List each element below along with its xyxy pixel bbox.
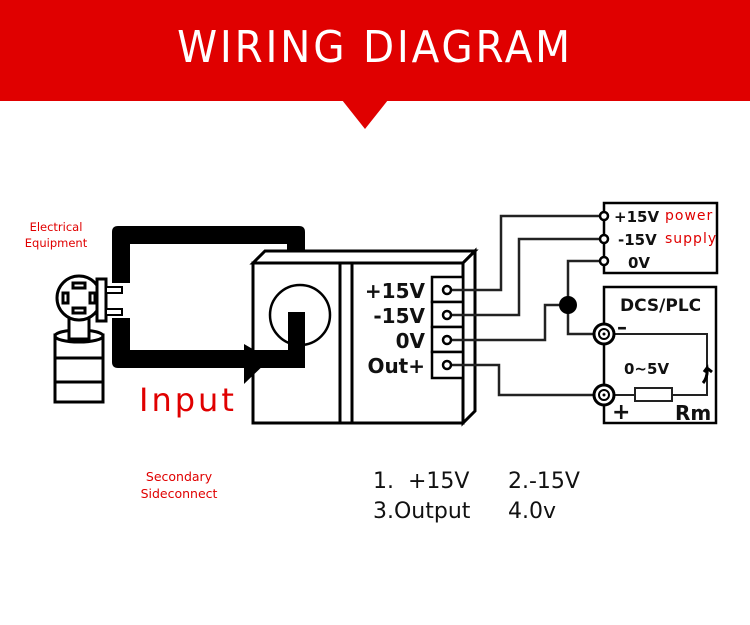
plus-terminal-icon <box>592 383 616 407</box>
minus-terminal-icon <box>592 322 616 346</box>
page-title: WIRING DIAGRAM <box>177 22 573 73</box>
equipment-label-line2: Equipment <box>24 236 88 250</box>
ps-terminal-label: -15V <box>618 231 657 249</box>
legend-row: 3.Output 4.0v <box>373 497 580 527</box>
transmitter-module <box>249 247 479 427</box>
electrical-equipment-label: Electrical Equipment <box>14 219 98 251</box>
terminal-label: +15V <box>365 279 426 303</box>
module-terminal-dots <box>441 284 453 371</box>
secondary-label-line2: Sideconnect <box>140 486 218 501</box>
secondary-label-line1: Secondary <box>145 469 213 484</box>
power-supply-label: supply <box>665 231 717 247</box>
terminal-label: -15V <box>373 304 425 328</box>
dcs-plus-label: + <box>612 400 630 425</box>
current-arrow-icon <box>701 364 713 384</box>
sensor-icon <box>53 274 123 404</box>
terminal-label: Out+ <box>367 354 425 378</box>
legend-item: 4.0v <box>508 499 557 524</box>
power-supply-label: power <box>665 208 713 224</box>
input-signal-loop <box>112 226 305 384</box>
resistor-label: Rm <box>675 401 711 425</box>
legend-item: 3.Output <box>373 499 471 524</box>
input-arrow-icon <box>244 344 270 384</box>
banner-pointer <box>342 100 388 129</box>
wire-minus15 <box>447 237 600 317</box>
ps-terminal-label: +15V <box>614 208 659 226</box>
legend-item: 1. +15V <box>373 469 470 494</box>
junction-dot <box>559 296 577 314</box>
header-banner: WIRING DIAGRAM <box>0 0 750 101</box>
terminal-label: 0V <box>396 329 426 353</box>
legend-item: 2.-15V <box>508 469 580 494</box>
resistor-icon <box>634 387 673 402</box>
dcs-minus-label: – <box>617 315 627 339</box>
secondary-sideconnect-label: Secondary Sideconnect <box>134 468 224 502</box>
terminal-legend: 1. +15V 2.-15V 3.Output 4.0v <box>373 467 580 527</box>
legend-row: 1. +15V 2.-15V <box>373 467 580 497</box>
ps-terminal-label: 0V <box>628 254 650 272</box>
power-supply: +15V -15V 0V power supply <box>598 201 719 275</box>
terminal-labels: +15V -15V 0V Out+ <box>365 279 426 378</box>
wire-out <box>447 363 594 397</box>
wire-0v <box>447 303 568 342</box>
input-label: Input <box>139 381 237 419</box>
equipment-label-line1: Electrical <box>29 220 83 234</box>
dcs-title: DCS/PLC <box>620 296 701 316</box>
dcs-range-label: 0~5V <box>624 360 669 378</box>
dcs-plc: DCS/PLC – 0~5V + Rm <box>592 285 718 425</box>
wire-plus15 <box>447 214 600 292</box>
